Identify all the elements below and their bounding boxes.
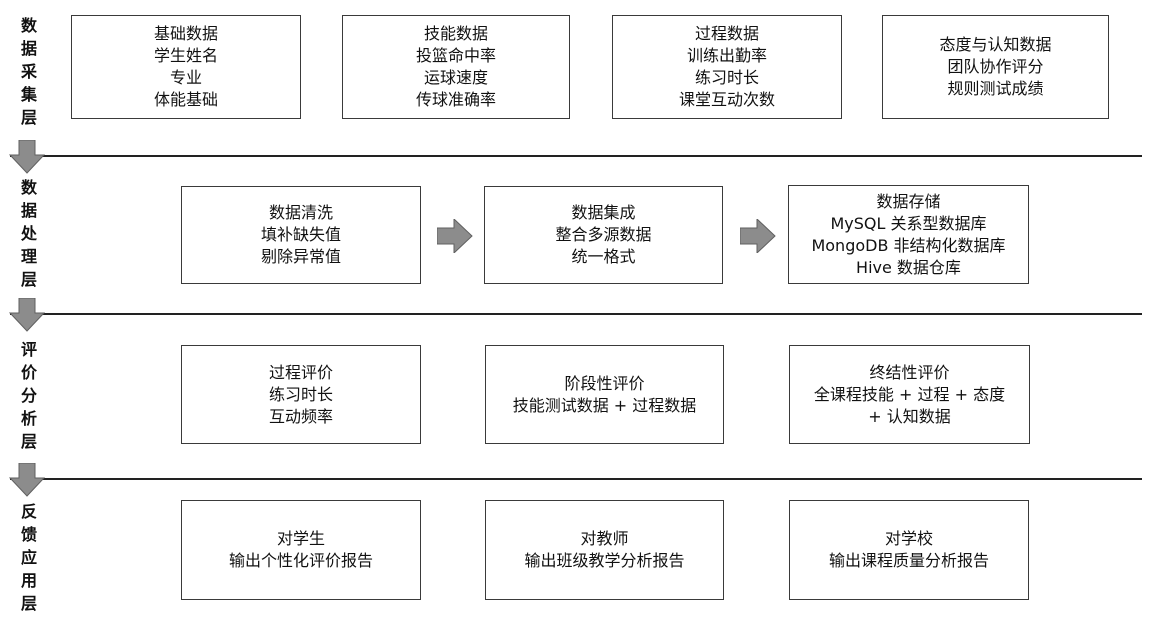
box-data-storage: 数据存储 MySQL 关系型数据库 MongoDB 非结构化数据库 Hive 数… [788, 185, 1029, 284]
down-arrow-icon [9, 140, 45, 174]
right-arrow-icon [437, 219, 473, 253]
layer-label-processing: 数 据 处 理 层 [20, 178, 37, 289]
down-arrow-icon [9, 463, 45, 497]
box-process-evaluation: 过程评价 练习时长 互动频率 [181, 345, 421, 444]
layer-label-feedback: 反 馈 应 用 层 [20, 502, 37, 613]
box-process-data: 过程数据 训练出勤率 练习时长 课堂互动次数 [612, 15, 842, 119]
box-stage-evaluation: 阶段性评价 技能测试数据 + 过程数据 [485, 345, 724, 444]
down-arrow-icon [9, 298, 45, 332]
box-data-integration: 数据集成 整合多源数据 统一格式 [484, 186, 723, 284]
layer-label-analysis: 评 价 分 析 层 [20, 340, 37, 451]
box-final-evaluation: 终结性评价 全课程技能 + 过程 + 态度 + 认知数据 [789, 345, 1030, 444]
box-skill-data: 技能数据 投篮命中率 运球速度 传球准确率 [342, 15, 570, 119]
right-arrow-icon [740, 219, 776, 253]
layer-divider [10, 155, 1142, 157]
box-basic-data: 基础数据 学生姓名 专业 体能基础 [71, 15, 301, 119]
layer-divider [10, 478, 1142, 480]
box-for-school: 对学校 输出课程质量分析报告 [789, 500, 1029, 600]
box-for-students: 对学生 输出个性化评价报告 [181, 500, 421, 600]
box-for-teachers: 对教师 输出班级教学分析报告 [485, 500, 724, 600]
layer-label-collection: 数 据 采 集 层 [20, 16, 37, 127]
layer-divider [10, 313, 1142, 315]
box-data-cleaning: 数据清洗 填补缺失值 剔除异常值 [181, 186, 421, 284]
box-attitude-data: 态度与认知数据 团队协作评分 规则测试成绩 [882, 15, 1109, 119]
